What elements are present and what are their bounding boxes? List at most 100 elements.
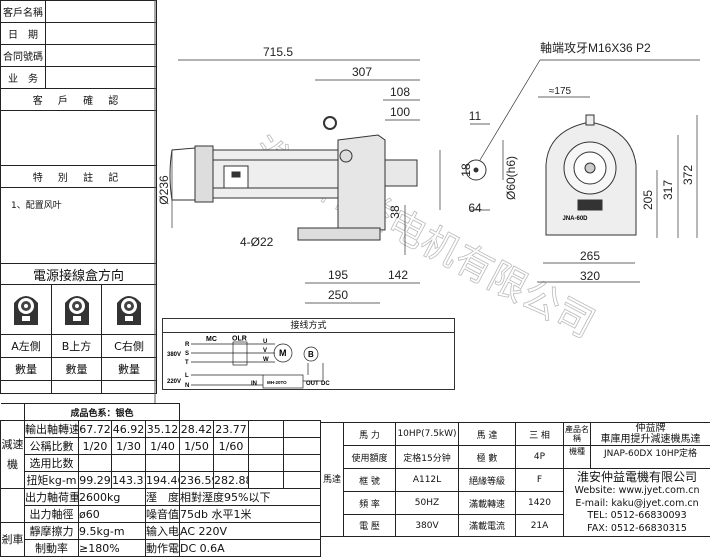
spec-label: 動作電流	[146, 540, 180, 557]
spec-label: 制動率	[25, 540, 79, 557]
spec-label: 溼 度	[146, 489, 180, 506]
dim-250: 250	[328, 288, 348, 302]
motor-spec-label: 馬 達	[459, 423, 516, 446]
dim-approx175: ≈175	[549, 86, 572, 97]
spec-label: 噪音值	[146, 506, 180, 523]
voltage-380v: 380V	[167, 352, 181, 358]
ratio-value	[249, 438, 284, 455]
dim-307: 307	[352, 65, 372, 79]
spec-value: DC 0.6A	[180, 540, 321, 557]
wiring-title: 接线方式	[163, 319, 454, 333]
model-label: 機種	[564, 446, 591, 469]
motor-spec-value: 定格15分钟	[396, 446, 459, 469]
ratio-value: 1/60	[214, 438, 249, 455]
dim-205: 205	[641, 190, 655, 210]
dim-372: 372	[681, 165, 695, 185]
terminal-w: W	[263, 357, 269, 363]
dim-dia236: Ø236	[157, 175, 171, 205]
terminal-v: V	[263, 348, 267, 354]
motor-spec-label: 滿載電流	[459, 515, 516, 537]
shaft-thread-note: 軸端攻牙M16X36 P2	[540, 41, 651, 55]
speed-value	[284, 421, 321, 438]
company-name: 淮安仲益電機有限公司	[564, 469, 710, 485]
motor-spec-label: 頻 率	[344, 492, 396, 515]
dim-11: 11	[469, 109, 482, 123]
product-name-label: 產品名稱	[564, 423, 591, 446]
torque-value: 99.29	[79, 472, 112, 489]
company-fax: FAX: 0512-66830315	[564, 523, 710, 536]
speed-value: 46.92	[112, 421, 146, 438]
line-l: L	[185, 373, 189, 379]
spec-value: ø60	[79, 506, 146, 523]
rectifier-out: OUT	[306, 381, 319, 387]
rectifier-dc: DC	[321, 381, 330, 387]
ratio-value: 1/20	[79, 438, 112, 455]
motor-spec-label: 極 數	[459, 446, 516, 469]
selected-ratio-cell[interactable]	[214, 455, 249, 472]
mc-label: MC	[206, 336, 217, 343]
torque-value: 282.88	[214, 472, 249, 489]
dim-317: 317	[661, 180, 675, 200]
motor-spec-value: 10HP(7.5kW)	[396, 423, 459, 446]
brake-symbol: B	[308, 350, 314, 359]
motor-spec-value: 21A	[516, 515, 564, 537]
company-website[interactable]: Website: www.jyet.com.cn	[564, 485, 710, 498]
motor-spec-value: F	[516, 469, 564, 492]
phase-t: T	[185, 360, 189, 366]
spec-label: 出力軸荷重	[25, 489, 79, 506]
row-label: 輸出軸轉速	[25, 421, 79, 438]
selected-ratio-cell[interactable]	[284, 455, 321, 472]
ratio-value: 1/40	[146, 438, 180, 455]
dim-64: 64	[468, 201, 482, 215]
selected-ratio-cell[interactable]	[112, 455, 146, 472]
rectifier-in: IN	[251, 381, 257, 387]
speed-value: 23.77	[214, 421, 249, 438]
rectifier-model: MH-20TO	[267, 380, 287, 385]
torque-value: 143.31	[112, 472, 146, 489]
wiring-diagram: 接线方式 380V 220V MC OLR R S T L N U V W M …	[162, 318, 455, 390]
row-label: 选用比数	[25, 455, 79, 472]
brake-section-label: 剎車	[1, 523, 25, 557]
selected-ratio-cell[interactable]	[79, 455, 112, 472]
dim-142: 142	[388, 268, 408, 282]
spec-value: 75db 水平1米	[180, 506, 321, 523]
product-brand: 仲益牌	[591, 423, 710, 434]
torque-value	[284, 472, 321, 489]
selected-ratio-cell[interactable]	[146, 455, 180, 472]
motor-spec-value: 4P	[516, 446, 564, 469]
product-name: 車庫用提升減速機馬達	[591, 434, 710, 445]
model-value: JNAP-60DX 10HP定格	[591, 446, 710, 469]
motor-symbol: M	[279, 348, 287, 358]
dim-holes: 4-Ø22	[240, 235, 274, 249]
voltage-220v: 220V	[167, 379, 181, 385]
torque-value: 194.46	[146, 472, 180, 489]
ratio-value	[284, 438, 321, 455]
dim-100: 100	[390, 105, 410, 119]
motor-spec-value: 1420	[516, 492, 564, 515]
phase-r: R	[185, 342, 190, 348]
speed-value: 67.72	[79, 421, 112, 438]
motor-spec-value: A112L	[396, 469, 459, 492]
reducer-section-label: 減速機	[1, 421, 25, 489]
motor-spec-label: 馬 力	[344, 423, 396, 446]
side-view-motor	[170, 117, 417, 240]
motor-spec-label: 使用額度	[344, 446, 396, 469]
motor-spec-label: 框 號	[344, 469, 396, 492]
selected-ratio-cell[interactable]	[249, 455, 284, 472]
dim-265: 265	[580, 249, 600, 263]
dim-195: 195	[328, 268, 348, 282]
spec-value: 相對溼度95%以下	[180, 489, 321, 506]
spec-value: 2600kg	[79, 489, 146, 506]
dim-108: 108	[390, 85, 410, 99]
motor-spec-label: 滿載轉速	[459, 492, 516, 515]
speed-value	[249, 421, 284, 438]
torque-value: 236.59	[180, 472, 214, 489]
phase-s: S	[185, 351, 189, 357]
line-n: N	[185, 383, 189, 389]
motor-spec-value: 380V	[396, 515, 459, 537]
company-email[interactable]: E-mail: kaku@jyet.com.cn	[564, 498, 710, 511]
ratio-value: 1/50	[180, 438, 214, 455]
selected-ratio-cell[interactable]	[180, 455, 214, 472]
spec-label: 出力軸徑	[25, 506, 79, 523]
